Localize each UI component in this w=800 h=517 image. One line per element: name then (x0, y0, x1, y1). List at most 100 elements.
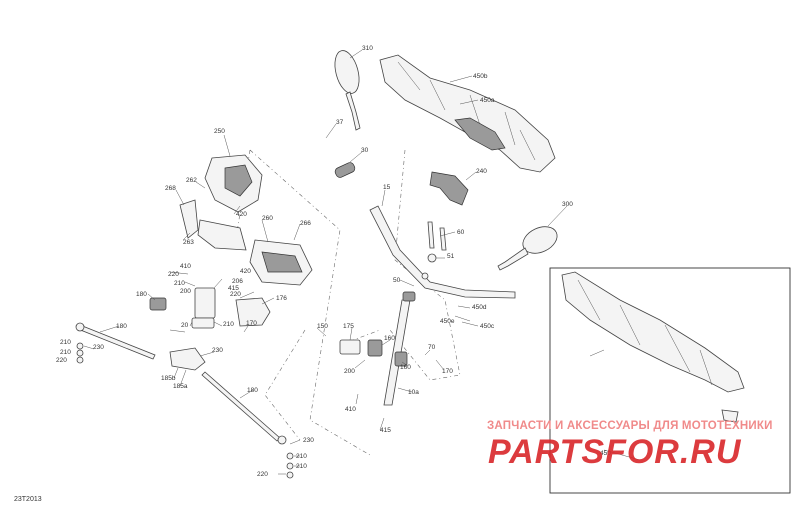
column-clamp-mid (367, 339, 383, 357)
handguard-main (379, 54, 556, 173)
label-160-a: 160 (384, 335, 395, 342)
label-266: 266 (300, 220, 311, 227)
bracket-263 (197, 219, 247, 251)
mirror-310-stem (345, 91, 361, 131)
label-262: 262 (186, 177, 197, 184)
mirror-300-stem (497, 247, 529, 271)
washer-210-c (286, 452, 294, 460)
bracket-262 (179, 199, 199, 239)
label-210-d: 210 (60, 349, 71, 356)
nut-220-a (76, 356, 84, 364)
label-300: 300 (562, 201, 573, 208)
pitman-arm-185 (169, 347, 206, 371)
label-30: 30 (361, 147, 369, 154)
inset-handguard (561, 271, 745, 393)
label-180-c: 180 (247, 387, 258, 394)
throttle-housing-detail (224, 164, 253, 197)
label-185b: 185b (161, 375, 176, 382)
label-450a: 450a (480, 97, 495, 104)
watermark-logo: PARTSFOR.RU (488, 433, 742, 471)
bolt-60-b (439, 227, 447, 251)
nut-51 (427, 253, 437, 263)
label-230-c: 230 (303, 437, 314, 444)
label-206: 206 (232, 278, 243, 285)
label-170-a: 170 (246, 320, 257, 327)
label-230-a: 230 (93, 344, 104, 351)
mirror-300 (522, 226, 558, 254)
handguard-insert (454, 117, 506, 151)
handlebar-15 (369, 205, 516, 299)
label-20: 20 (181, 322, 189, 329)
inset-frame (549, 267, 791, 494)
washer-210-a (76, 342, 84, 350)
label-150: 150 (317, 323, 328, 330)
washer-210-b (76, 349, 84, 357)
cover-240 (429, 171, 469, 206)
label-210-c: 210 (60, 339, 71, 346)
label-210-b: 210 (223, 321, 234, 328)
washer-210-d (286, 462, 294, 470)
column-bracket (339, 339, 361, 355)
label-210-f: 210 (296, 463, 307, 470)
label-410-a: 410 (180, 263, 191, 270)
rod-end-lower (277, 435, 287, 445)
inset-clip (721, 409, 739, 423)
diagram-reference-code: 23T2013 (14, 496, 42, 503)
label-185a: 185a (173, 383, 188, 390)
label-50: 50 (393, 277, 401, 284)
label-450c: 450c (480, 323, 495, 330)
label-240: 240 (476, 168, 487, 175)
label-220-b: 220 (230, 291, 241, 298)
label-200-a: 200 (180, 288, 191, 295)
label-220-c: 220 (56, 357, 67, 364)
label-450-inset: 450 (600, 450, 611, 457)
label-210-a: 210 (174, 280, 185, 287)
label-10a: 10a (408, 389, 419, 396)
label-15: 15 (383, 184, 391, 191)
label-450d: 450d (472, 304, 487, 311)
label-260: 260 (262, 215, 273, 222)
label-310: 310 (362, 45, 373, 52)
tie-rod-lower (201, 371, 281, 442)
bolt-60-a (427, 221, 435, 249)
column-clamp-low (394, 351, 408, 367)
label-210-e: 210 (296, 453, 307, 460)
tie-rod-upper (77, 324, 156, 360)
label-175: 175 (343, 323, 354, 330)
label-415: 415 (228, 285, 239, 292)
label-180-a: 180 (136, 291, 147, 298)
nut-50 (421, 272, 429, 280)
label-200-b: 200 (344, 368, 355, 375)
label-180-b: 180 (116, 323, 127, 330)
module-260-detail (261, 251, 303, 273)
label-420-a: 420 (236, 211, 247, 218)
leaders (83, 49, 641, 475)
label-51: 51 (447, 253, 455, 260)
label-220-a: 220 (168, 271, 179, 278)
nut-220-b (286, 471, 294, 479)
label-415-b: 415 (380, 427, 391, 434)
label-60: 60 (457, 229, 465, 236)
label-250: 250 (214, 128, 225, 135)
label-70: 70 (428, 344, 436, 351)
block-200 (194, 287, 216, 319)
label-220-d: 220 (257, 471, 268, 478)
label-420-b: 420 (240, 268, 251, 275)
bracket-20 (191, 317, 215, 329)
mirror-310 (334, 50, 360, 94)
label-268: 268 (165, 185, 176, 192)
label-410-b: 410 (345, 406, 356, 413)
rod-end-upper (75, 322, 85, 332)
label-37: 37 (336, 119, 344, 126)
label-263: 263 (183, 239, 194, 246)
label-170-b: 170 (442, 368, 453, 375)
callout-labels: 310 450b 450a 37 30 240 15 300 60 51 50 … (56, 45, 611, 478)
label-176: 176 (276, 295, 287, 302)
inset-handguard-ribs (577, 279, 713, 386)
label-160-b: 160 (400, 364, 411, 371)
bracket-176 (235, 297, 271, 327)
column-clamp-top (402, 291, 416, 302)
label-450b: 450b (473, 73, 488, 80)
label-230-b: 230 (212, 347, 223, 354)
